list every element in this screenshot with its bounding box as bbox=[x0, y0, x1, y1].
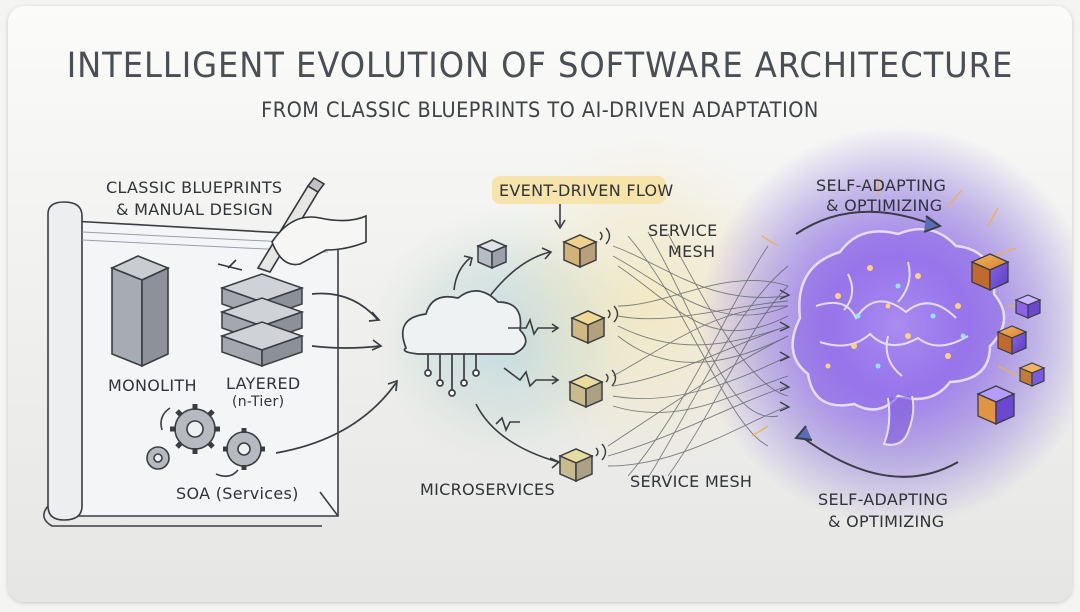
soa-label: SOA (Services) bbox=[176, 484, 299, 503]
brain-icon bbox=[791, 227, 1006, 446]
layered-icon bbox=[219, 273, 305, 368]
page-subtitle: FROM CLASSIC BLUEPRINTS TO AI-DRIVEN ADA… bbox=[261, 98, 819, 122]
adapt-label-bottom-line1: SELF-ADAPTING bbox=[818, 490, 949, 509]
microservice-cube-icon bbox=[476, 239, 508, 270]
adapt-label-bottom-line2: & OPTIMIZING bbox=[828, 512, 945, 531]
adapt-cycle-arrow-bottom bbox=[794, 425, 959, 478]
event-flow-arrow bbox=[554, 204, 566, 230]
ai-cube-icon bbox=[1014, 294, 1042, 319]
diagram-card: INTELLIGENT EVOLUTION OF SOFTWARE ARCHIT… bbox=[8, 6, 1072, 602]
flow-arrows-left bbox=[275, 292, 398, 454]
flow-arrows-middle bbox=[453, 247, 561, 469]
drawing-hand-icon bbox=[217, 176, 367, 273]
diagram-illustration bbox=[43, 126, 1072, 527]
classic-heading-line1: CLASSIC BLUEPRINTS bbox=[106, 178, 283, 197]
ai-cube-icon bbox=[970, 253, 1010, 292]
event-flow-highlight bbox=[492, 176, 666, 204]
adapt-label-top-line2: & OPTIMIZING bbox=[826, 196, 943, 215]
ai-cube-icon bbox=[976, 385, 1016, 426]
monolith-icon bbox=[109, 255, 171, 368]
monolith-label: MONOLITH bbox=[108, 376, 197, 395]
adapt-cycle-arrow-top bbox=[795, 210, 943, 235]
ai-cube-icon bbox=[996, 325, 1028, 355]
cloud-icon bbox=[401, 290, 527, 397]
microservice-cube-icon bbox=[558, 448, 594, 483]
page-title: INTELLIGENT EVOLUTION OF SOFTWARE ARCHIT… bbox=[66, 46, 1014, 86]
adapt-label-top-line1: SELF-ADAPTING bbox=[816, 176, 947, 195]
mesh-arrowheads bbox=[779, 289, 791, 412]
classic-heading-line2: & MANUAL DESIGN bbox=[116, 200, 274, 219]
signal-wave-icon bbox=[595, 227, 619, 461]
event-flow-label: EVENT-DRIVEN FLOW bbox=[499, 181, 674, 200]
soa-gears-icon bbox=[146, 404, 265, 478]
ai-cube-icon bbox=[1018, 362, 1046, 387]
microservice-cube-icon bbox=[562, 234, 598, 269]
microservice-cube-icon bbox=[568, 374, 604, 409]
service-mesh-lines bbox=[607, 231, 789, 479]
service-mesh-label-top-line2: MESH bbox=[668, 242, 716, 261]
microservices-label: MICROSERVICES bbox=[420, 480, 555, 499]
service-mesh-label-bottom: SERVICE MESH bbox=[630, 472, 753, 491]
service-mesh-label-top-line1: SERVICE bbox=[648, 221, 718, 240]
microservice-cube-icon bbox=[570, 310, 606, 345]
layered-label: LAYERED bbox=[226, 374, 301, 393]
layered-sub-label: (n-Tier) bbox=[232, 394, 285, 410]
